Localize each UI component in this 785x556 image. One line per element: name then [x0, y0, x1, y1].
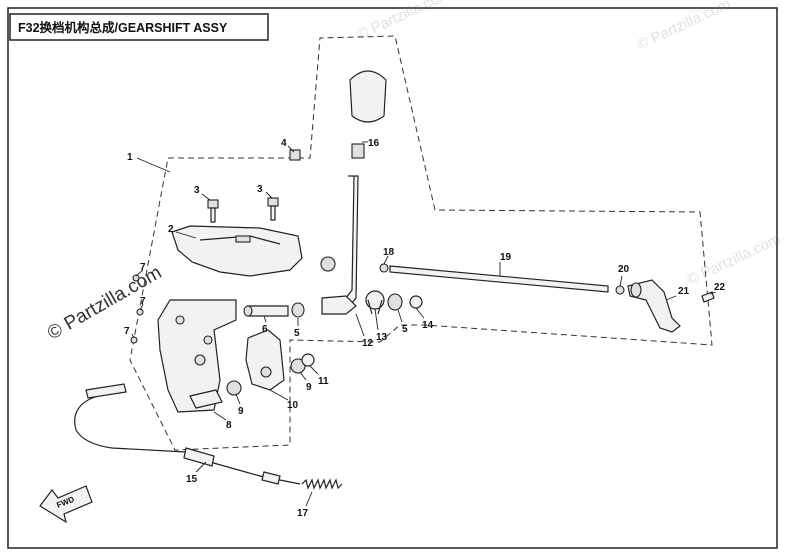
pivot-shaft [189, 389, 223, 409]
cable-adjuster [183, 447, 215, 467]
cable-end-left [85, 383, 127, 399]
pivot-pin [247, 305, 289, 317]
pivot-pin-head [243, 305, 253, 317]
callout-9b: 9 [306, 382, 312, 393]
callout-1: 1 [127, 152, 133, 163]
bushing-9b [290, 358, 306, 374]
callout-16: 16 [368, 138, 380, 149]
callout-19: 19 [500, 252, 512, 263]
callout-5b: 5 [402, 324, 408, 335]
bolt-left [207, 199, 219, 223]
callout-22: 22 [714, 282, 726, 293]
bushing-5b [387, 293, 403, 311]
callout-3a: 3 [194, 185, 200, 196]
washer-11 [301, 353, 315, 367]
cable-spring-17 [301, 478, 343, 490]
bracket-hole-1 [175, 315, 185, 325]
nut-18 [379, 263, 389, 273]
washer-14 [409, 295, 423, 309]
callout-4: 4 [281, 138, 287, 149]
spring-legs [367, 299, 383, 315]
callout-3b: 3 [257, 184, 263, 195]
shift-lever-base [321, 295, 357, 315]
assembly-outline [129, 35, 713, 451]
shift-knob [349, 70, 387, 123]
bracket-hole-2 [203, 335, 213, 345]
callout-10: 10 [287, 400, 299, 411]
callout-6: 6 [262, 324, 268, 335]
callout-12: 12 [362, 338, 374, 349]
knob-nut-16 [351, 143, 365, 159]
title-box [9, 13, 269, 41]
callout-7a: 7 [140, 262, 146, 273]
callout-18: 18 [383, 247, 395, 258]
page-title: F32换档机构总成/GEARSHIFT ASSY [18, 20, 228, 35]
callout-21: 21 [678, 286, 690, 297]
lever-ball [320, 256, 336, 272]
shift-rod-19 [389, 265, 609, 293]
cable-end-right [261, 471, 281, 485]
spring-13 [365, 290, 385, 310]
screw-7a [132, 274, 140, 282]
housing-slot [235, 235, 251, 243]
callout-8: 8 [226, 420, 232, 431]
callout-13: 13 [376, 332, 388, 343]
callout-9a: 9 [238, 406, 244, 417]
bracket-hole-3 [194, 354, 206, 366]
callout-20: 20 [618, 264, 630, 275]
nut-20 [615, 285, 625, 295]
callout-15: 15 [186, 474, 198, 485]
shift-arm-boss [630, 282, 642, 298]
watermark-right: © Partzilla.com [685, 231, 784, 289]
callout-7c: 7 [124, 326, 130, 337]
lever-housing [171, 225, 303, 277]
bushing-9a [226, 380, 242, 396]
callout-2: 2 [168, 224, 174, 235]
shift-bracket [245, 329, 285, 391]
bolt-22 [701, 291, 715, 303]
shift-cable [74, 387, 301, 485]
callout-7b: 7 [140, 296, 146, 307]
clip-nut [289, 149, 301, 161]
bushing-5a [291, 302, 305, 318]
callout-11: 11 [318, 376, 329, 387]
bolt-right [267, 197, 279, 221]
callout-14: 14 [422, 320, 434, 331]
callout-5a: 5 [294, 328, 300, 339]
callout-17: 17 [297, 508, 309, 519]
shift-bracket-hole [260, 366, 272, 378]
watermark-main: © Partzilla.com [44, 262, 165, 344]
shift-lever-rod [325, 175, 359, 313]
fwd-arrow: FWD [39, 485, 93, 524]
diagram-frame [7, 7, 778, 549]
leader-lines [131, 141, 717, 507]
